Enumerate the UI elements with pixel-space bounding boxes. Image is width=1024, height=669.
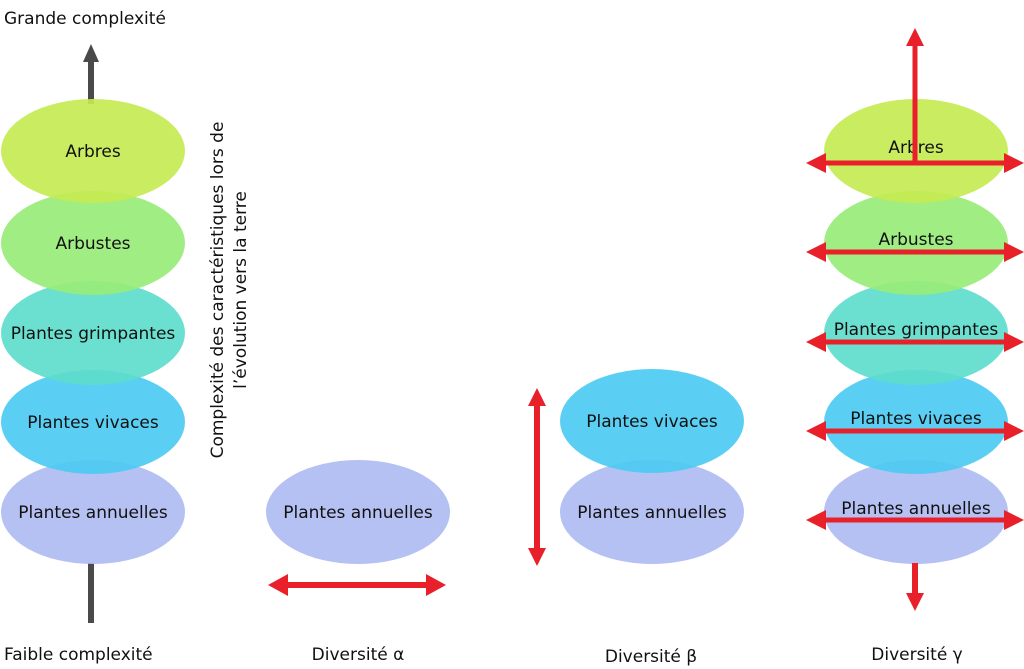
arrow-up-icon [906, 28, 924, 46]
ellipse-grimpantes [824, 281, 1008, 385]
ellipse-annuelles [266, 460, 450, 564]
label-annuelles: Plantes annuelles [18, 503, 168, 523]
complexity-axis [83, 44, 99, 623]
label-arbres: Arbres [65, 142, 120, 162]
arrow-right-icon [1004, 421, 1024, 441]
label-grimpantes: Plantes grimpantes [11, 324, 176, 344]
alpha-caption: Diversité α [312, 645, 405, 665]
arrow-left-icon [806, 510, 826, 530]
label-arbustes: Arbustes [55, 234, 130, 254]
arrow-left-icon [806, 242, 826, 262]
label-annuelles: Plantes annuelles [283, 503, 433, 523]
label-vivaces: Plantes vivaces [586, 412, 718, 432]
arrow-up-icon [528, 388, 546, 406]
ellipse-grimpantes [1, 281, 185, 385]
arrow-right-icon [426, 574, 446, 596]
arrow-right-icon [1004, 332, 1024, 352]
side-title-line1: Complexité des caractéristiques lors de [208, 122, 228, 459]
beta-caption: Diversité β [605, 647, 697, 667]
alpha-ellipse-stack: Plantes annuelles [266, 460, 450, 564]
arrow-right-icon [1004, 153, 1024, 173]
arrow-down-icon [906, 593, 924, 611]
ellipse-annuelles [824, 460, 1008, 564]
arrow-left-icon [806, 332, 826, 352]
arrow-left-icon [806, 421, 826, 441]
arrow-right-icon [1004, 510, 1024, 530]
axis-arrow-head-icon [83, 44, 99, 62]
side-title-line2: l’évolution vers la terre [231, 191, 251, 389]
arrow-left-icon [806, 153, 826, 173]
top-label: Grande complexité [4, 9, 166, 29]
ellipse-vivaces [560, 369, 744, 473]
ellipse-arbustes [824, 191, 1008, 295]
gamma-arrows [806, 28, 1024, 611]
ellipse-annuelles [560, 460, 744, 564]
beta-vertical-arrow [528, 388, 546, 566]
gamma-caption: Diversité γ [871, 645, 963, 665]
arrow-down-icon [528, 548, 546, 566]
ellipse-arbres [1, 99, 185, 203]
ellipse-vivaces [824, 370, 1008, 474]
alpha-horizontal-arrow [268, 574, 446, 596]
label-annuelles: Plantes annuelles [841, 499, 991, 519]
label-vivaces: Plantes vivaces [27, 413, 159, 433]
bottom-label: Faible complexité [4, 645, 153, 665]
label-vivaces: Plantes vivaces [850, 409, 982, 429]
label-annuelles: Plantes annuelles [577, 503, 727, 523]
ellipse-vivaces [1, 370, 185, 474]
label-grimpantes: Plantes grimpantes [834, 320, 999, 340]
arrow-left-icon [268, 574, 288, 596]
ellipse-arbustes [1, 191, 185, 295]
ellipse-annuelles [1, 460, 185, 564]
arrow-right-icon [1004, 242, 1024, 262]
label-arbustes: Arbustes [878, 230, 953, 250]
